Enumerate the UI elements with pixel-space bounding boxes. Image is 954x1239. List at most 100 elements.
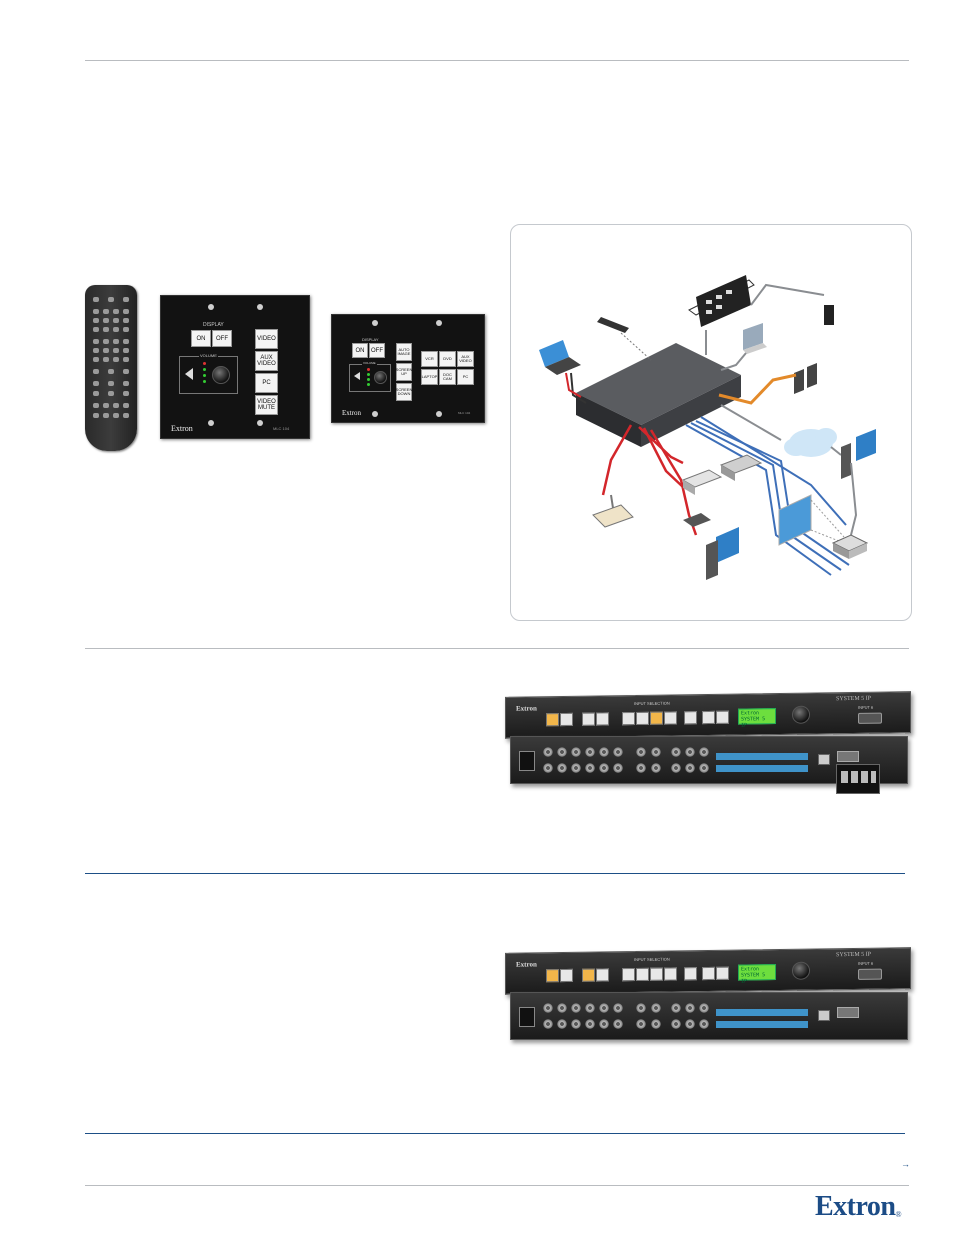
lcd-display: Extron SYSTEM 5 IP bbox=[738, 964, 776, 985]
dvd-player-icon bbox=[681, 469, 723, 495]
screen-down-button[interactable]: SCREEN DOWN bbox=[396, 383, 412, 401]
next-button[interactable] bbox=[716, 966, 729, 980]
auto-image-button[interactable]: AUTO IMAGE bbox=[396, 343, 412, 361]
section-rule-2 bbox=[85, 873, 905, 874]
ir-remote-image bbox=[85, 285, 137, 451]
off-button[interactable]: OFF bbox=[212, 330, 232, 347]
power-on-button[interactable] bbox=[546, 969, 559, 983]
input-button[interactable] bbox=[664, 967, 677, 981]
input-button[interactable] bbox=[636, 711, 649, 726]
footer-rule bbox=[85, 1185, 909, 1186]
network-outlet-icon bbox=[824, 305, 834, 325]
input-button[interactable] bbox=[650, 711, 663, 725]
registered-mark: ® bbox=[895, 1210, 902, 1219]
terminal-block-icon bbox=[836, 764, 880, 794]
power-on-button[interactable] bbox=[546, 713, 559, 727]
input-button[interactable] bbox=[664, 711, 677, 725]
input-button[interactable] bbox=[684, 711, 697, 725]
input-selection-label: INPUT SELECTION bbox=[634, 956, 670, 963]
pc-monitor-icon bbox=[841, 429, 876, 479]
panel-brand-label: Extron bbox=[171, 424, 193, 433]
document-camera-icon bbox=[592, 494, 634, 528]
volume-led bbox=[203, 374, 206, 377]
vga-port-icon[interactable] bbox=[858, 712, 882, 724]
speaker-icon bbox=[354, 372, 360, 380]
volume-knob[interactable] bbox=[374, 371, 387, 384]
power-off-button[interactable] bbox=[560, 712, 573, 727]
video-mute-button[interactable]: VIDEO MUTE bbox=[255, 395, 278, 415]
power-off-button[interactable] bbox=[560, 968, 573, 983]
lcd-line-2: SYSTEM 5 IP bbox=[741, 972, 766, 985]
power-inlet-icon bbox=[519, 751, 535, 771]
input-button[interactable] bbox=[622, 712, 635, 726]
system-diagram-frame bbox=[510, 224, 912, 621]
volume-led bbox=[203, 368, 206, 371]
doc-cam-button[interactable]: DOC CAM bbox=[439, 369, 456, 385]
source-button[interactable] bbox=[582, 968, 595, 982]
volume-led bbox=[203, 362, 206, 365]
pc-monitor-icon-lower bbox=[706, 527, 739, 580]
projection-screen-icon bbox=[778, 494, 812, 546]
input-button[interactable] bbox=[650, 967, 663, 981]
wallplate-controller-a: DISPLAY ON OFF VOLUME VIDEO AUX VIDEO PC… bbox=[160, 295, 310, 439]
volume-led bbox=[367, 383, 370, 386]
ethernet-port-icon[interactable] bbox=[818, 754, 830, 765]
laptop-icon bbox=[539, 340, 581, 375]
volume-led bbox=[367, 373, 370, 376]
display-section-label: DISPLAY bbox=[362, 337, 379, 342]
input-button[interactable] bbox=[622, 968, 635, 982]
input-6-label: INPUT 6 bbox=[858, 704, 874, 710]
volume-led bbox=[203, 380, 206, 383]
rack-device-1-rear bbox=[510, 736, 908, 784]
display-section-label: DISPLAY bbox=[203, 322, 224, 328]
volume-label: VOLUME bbox=[199, 353, 218, 358]
rack-device-1-front: Extron INPUT SELECTION Extron SYSTEM 5 I… bbox=[505, 691, 911, 739]
vcr-button[interactable]: VCR bbox=[421, 351, 438, 367]
aux-video-button[interactable]: AUX VIDEO bbox=[457, 351, 474, 367]
volume-label: VOLUME bbox=[362, 361, 377, 365]
input-button[interactable] bbox=[636, 967, 649, 982]
source-button[interactable] bbox=[596, 712, 609, 726]
rack-model-label: SYSTEM 5 IP bbox=[836, 695, 872, 703]
volume-led bbox=[367, 368, 370, 371]
rack-brand-label: Extron bbox=[516, 704, 537, 713]
on-button[interactable]: ON bbox=[191, 330, 211, 347]
off-button[interactable]: OFF bbox=[369, 343, 385, 358]
volume-led bbox=[367, 378, 370, 381]
lcd-line-2: SYSTEM 5 IP bbox=[741, 716, 766, 729]
vcr-icon bbox=[719, 454, 763, 481]
input-selection-label: INPUT SELECTION bbox=[634, 700, 670, 707]
adjust-knob[interactable] bbox=[792, 705, 810, 724]
laptop-button[interactable]: LAPTOP bbox=[421, 369, 438, 385]
source-button[interactable] bbox=[582, 712, 595, 726]
screen-up-button[interactable]: SCREEN UP bbox=[396, 363, 412, 381]
section-rule-1 bbox=[85, 648, 909, 649]
panel-model-label: MLC 104 bbox=[458, 411, 471, 415]
wall-control-panel-icon bbox=[688, 275, 755, 327]
serial-port-icon[interactable] bbox=[837, 1007, 859, 1018]
adjust-knob[interactable] bbox=[792, 961, 810, 980]
dvd-button[interactable]: DVD bbox=[439, 351, 456, 367]
on-button[interactable]: ON bbox=[352, 343, 368, 358]
volume-knob[interactable] bbox=[212, 366, 230, 384]
vga-port-icon[interactable] bbox=[858, 968, 882, 980]
menu-button[interactable] bbox=[702, 966, 715, 981]
video-button[interactable]: VIDEO bbox=[255, 329, 278, 349]
pc-button[interactable]: PC bbox=[255, 373, 278, 393]
projector-icon bbox=[831, 534, 869, 559]
aux-video-button[interactable]: AUX VIDEO bbox=[255, 351, 278, 371]
serial-port-icon[interactable] bbox=[837, 751, 859, 762]
ethernet-port-icon[interactable] bbox=[818, 1010, 830, 1021]
rack-device-2-rear bbox=[510, 992, 908, 1040]
source-button[interactable] bbox=[596, 968, 609, 982]
speaker-icon bbox=[794, 363, 817, 394]
network-cloud-icon bbox=[784, 428, 837, 457]
touch-panel-icon bbox=[743, 323, 767, 354]
panel-model-label: MLC 104 bbox=[273, 426, 290, 431]
rack-model-label: SYSTEM 5 IP bbox=[836, 951, 872, 959]
menu-button[interactable] bbox=[702, 710, 715, 725]
input-button[interactable] bbox=[684, 967, 697, 981]
panel-brand-label: Extron bbox=[342, 409, 362, 417]
pc-button[interactable]: PC bbox=[457, 369, 474, 385]
next-button[interactable] bbox=[716, 710, 729, 724]
